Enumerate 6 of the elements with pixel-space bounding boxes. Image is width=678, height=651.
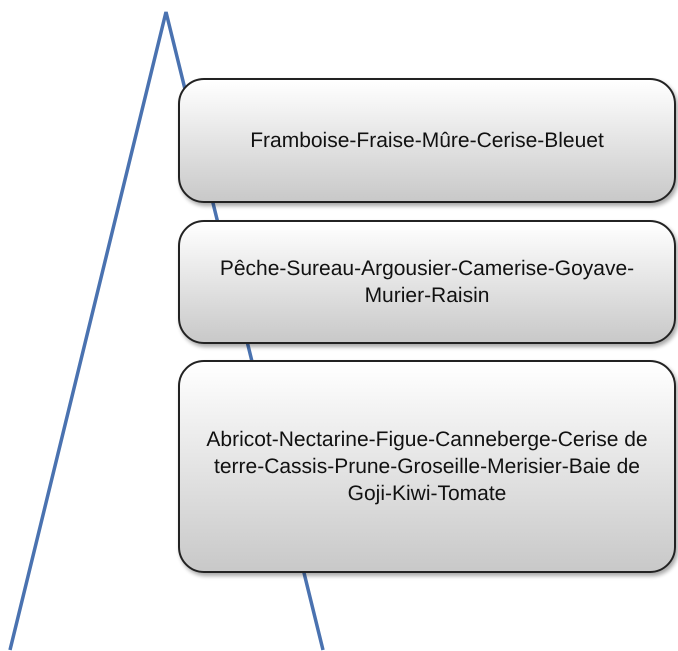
box-text: Abricot-Nectarine-Figue-Canneberge-Cerise de terre-Cassis-Prune-Groseille-Merisier-Baie de Goji-Kiwi-Tomate: [205, 426, 649, 508]
level-box: [178, 78, 676, 203]
box-text: Framboise-Fraise-Mûre-Cerise-Bleuet: [250, 128, 604, 154]
box-text: Pêche-Sureau-Argousier-Camerise-Goyave-Murier-Raisin: [218, 256, 636, 309]
level-box: [178, 360, 676, 573]
level-box: [178, 220, 676, 344]
